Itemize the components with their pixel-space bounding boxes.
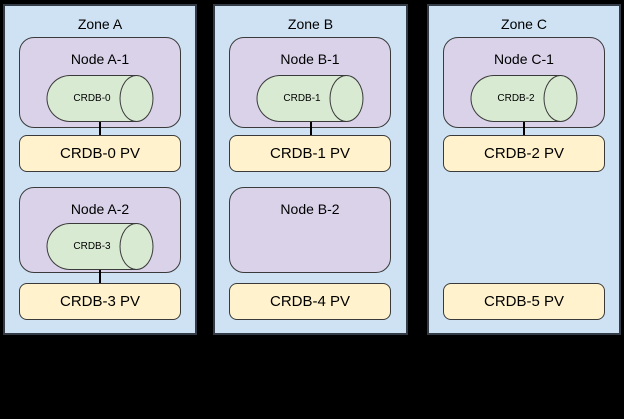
- zone-title: Zone A: [77, 16, 123, 32]
- zone-panel-a: Zone A Node A-1 CRDB-0 CRDB-0 PV Node A-…: [3, 4, 197, 335]
- pv-box: CRDB-0 PV: [19, 135, 181, 172]
- pod-label: CRDB-2: [497, 93, 535, 104]
- node-box-b1: Node B-1 CRDB-1: [229, 37, 391, 128]
- pv-label: CRDB-4 PV: [269, 293, 351, 310]
- node-label: Node C-1: [494, 51, 554, 67]
- pod-label: CRDB-3: [73, 241, 111, 252]
- zone-title: Zone C: [501, 16, 547, 32]
- pv-box: CRDB-5 PV: [443, 283, 605, 320]
- pv-label: CRDB-3 PV: [59, 293, 141, 310]
- pv-box: CRDB-2 PV: [443, 135, 605, 172]
- pv-box: CRDB-3 PV: [19, 283, 181, 320]
- zone-panel-c: Zone C Node C-1 CRDB-2 CRDB-2 PV CRDB-5 …: [427, 4, 621, 335]
- connector-line: [99, 122, 101, 135]
- pv-label: CRDB-5 PV: [483, 293, 565, 310]
- connector-line: [309, 122, 312, 135]
- pod-label: CRDB-0: [73, 93, 111, 104]
- node-label: Node A-2: [70, 201, 130, 217]
- zone-title: Zone B: [287, 16, 334, 32]
- node-box-c1: Node C-1 CRDB-2: [443, 37, 605, 128]
- node-label: Node B-2: [280, 201, 340, 217]
- crdb-pod-cylinder: CRDB-2: [470, 75, 578, 122]
- connector-line: [523, 122, 525, 135]
- connector-line: [99, 270, 101, 283]
- pv-box: CRDB-4 PV: [229, 283, 391, 320]
- pv-label: CRDB-2 PV: [483, 145, 565, 162]
- pv-label: CRDB-0 PV: [59, 145, 141, 162]
- crdb-pod-cylinder: CRDB-3: [46, 223, 154, 270]
- crdb-pod-cylinder: CRDB-0: [46, 75, 154, 122]
- cylinder-cap: [329, 75, 364, 122]
- node-label: Node A-1: [70, 51, 130, 67]
- pv-label: CRDB-1 PV: [269, 145, 351, 162]
- zone-panel-b: Zone B Node B-1 CRDB-1 CRDB-1 PV Node B-…: [213, 4, 408, 335]
- cylinder-cap: [119, 75, 154, 122]
- node-box-a2: Node A-2 CRDB-3: [19, 187, 181, 273]
- cylinder-cap: [543, 75, 578, 122]
- cylinder-cap: [119, 223, 154, 270]
- pod-label: CRDB-1: [283, 93, 321, 104]
- node-box-a1: Node A-1 CRDB-0: [19, 37, 181, 128]
- crdb-pod-cylinder: CRDB-1: [256, 75, 364, 122]
- node-box-b2: Node B-2: [229, 187, 391, 273]
- pv-box: CRDB-1 PV: [229, 135, 391, 172]
- node-label: Node B-1: [280, 51, 340, 67]
